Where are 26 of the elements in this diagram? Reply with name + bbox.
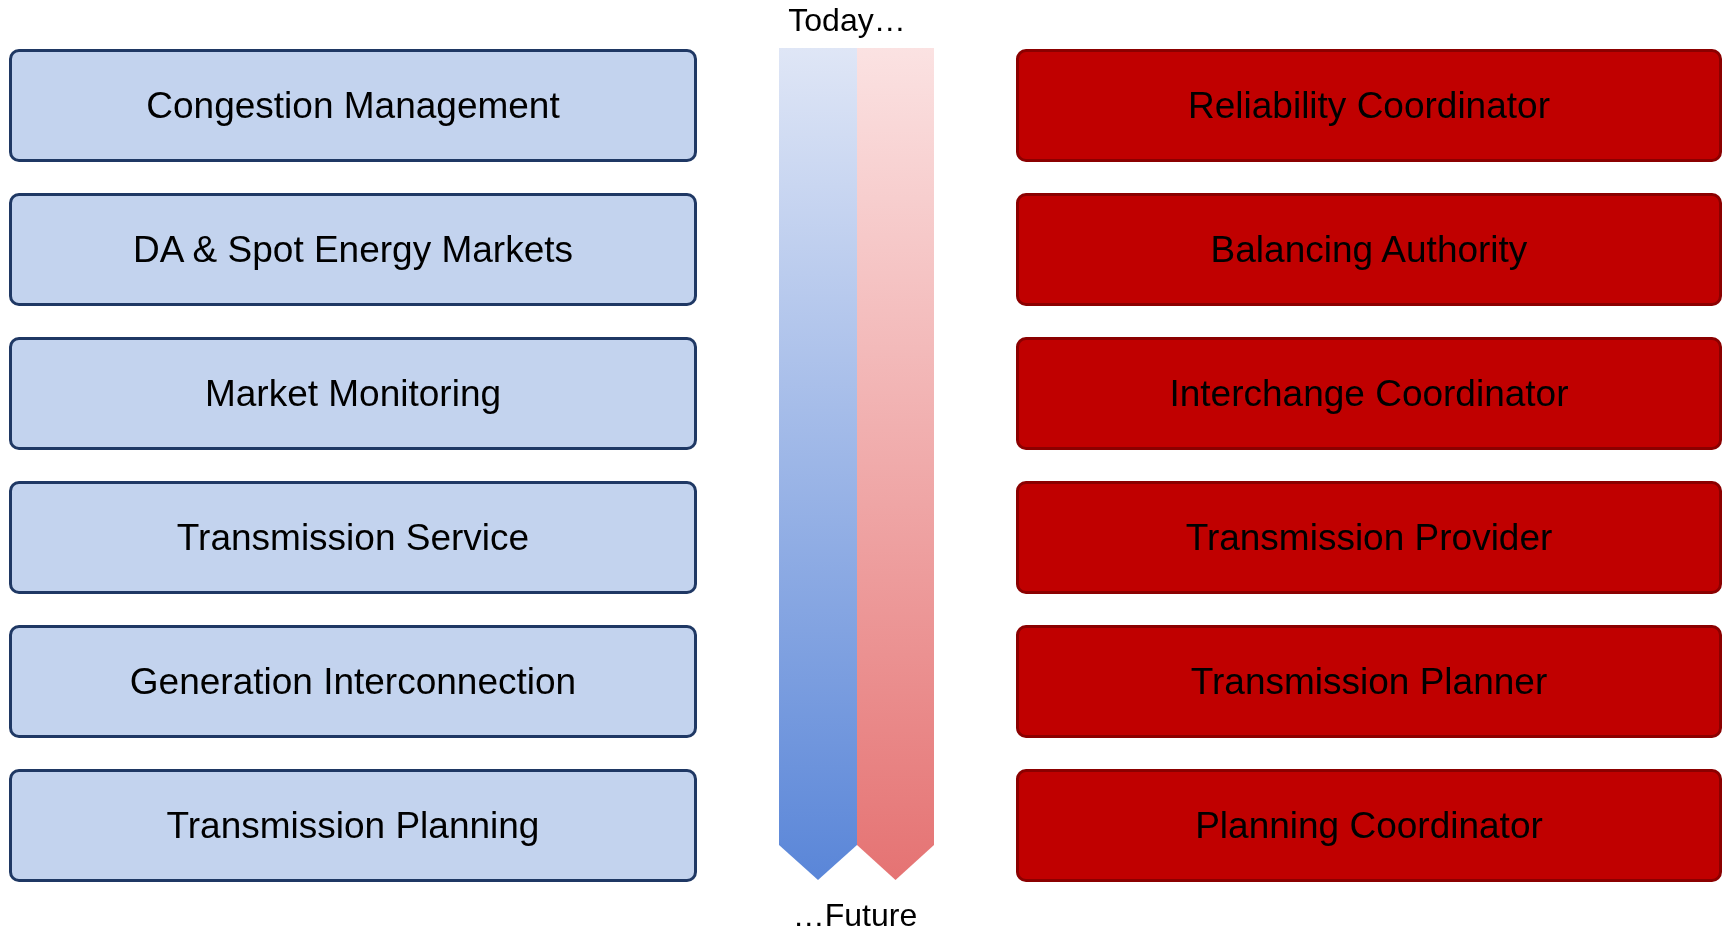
function-box (9, 193, 697, 306)
role-box (1016, 625, 1722, 738)
timeline-label: …Future (792, 897, 918, 934)
box-label: Transmission Provider (1185, 516, 1553, 559)
box-label: Market Monitoring (204, 372, 502, 415)
box-label: Transmission Planning (166, 804, 540, 847)
function-box (9, 481, 697, 594)
box-label: Planning Coordinator (1195, 804, 1543, 847)
box-label: Reliability Coordinator (1188, 84, 1550, 127)
box-label: Balancing Authority (1210, 228, 1528, 271)
timeline-label: Today… (788, 2, 906, 39)
function-box (9, 337, 697, 450)
box-label: Transmission Service (176, 516, 530, 559)
box-label: Congestion Management (146, 84, 560, 127)
box-label: DA & Spot Energy Markets (132, 228, 574, 271)
box-label: Transmission Planner (1190, 660, 1548, 703)
box-label: Interchange Coordinator (1169, 372, 1569, 415)
role-box (1016, 193, 1722, 306)
function-box (9, 49, 697, 162)
function-box (9, 769, 697, 882)
role-box (1016, 769, 1722, 882)
box-label: Generation Interconnection (129, 660, 577, 703)
role-box (1016, 481, 1722, 594)
function-box (9, 625, 697, 738)
role-box (1016, 49, 1722, 162)
role-box (1016, 337, 1722, 450)
